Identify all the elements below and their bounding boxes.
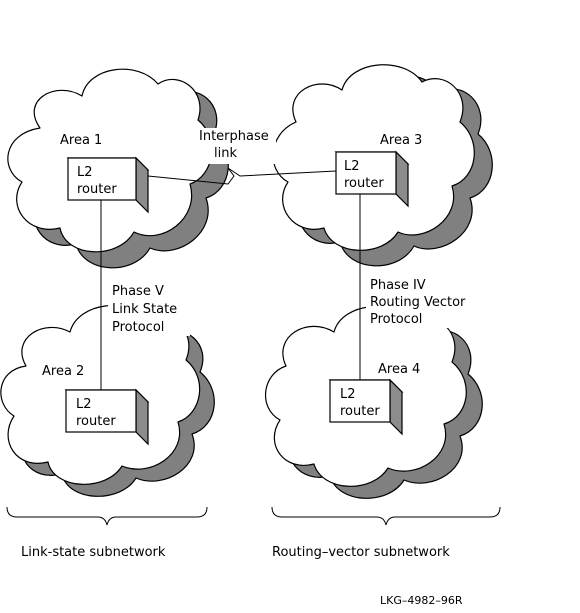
area-1-router-front bbox=[67, 157, 137, 201]
interphase-link-line bbox=[147, 167, 337, 185]
area-2-router-label-line2: router bbox=[76, 414, 116, 429]
interphase-link-label-line2: link bbox=[214, 146, 237, 161]
area-4-router: L2 router bbox=[328, 378, 404, 436]
figure-id: LKG–4982–96R bbox=[380, 594, 463, 607]
area-2-router-label-line1: L2 bbox=[76, 397, 92, 412]
link-state-protocol-label: Phase V Link State Protocol bbox=[108, 282, 190, 336]
area-3-router: L2 router bbox=[334, 150, 410, 208]
area-2-label: Area 2 bbox=[42, 364, 84, 379]
interphase-link-label-line1: Interphase bbox=[199, 129, 269, 144]
area-3-router-label-line2: router bbox=[344, 176, 384, 191]
area-1-router-label-line2: router bbox=[77, 182, 117, 197]
area-4-router-front bbox=[329, 379, 391, 423]
area-3-label: Area 3 bbox=[380, 133, 422, 148]
link-state-protocol-label-line2: Link State bbox=[112, 302, 177, 317]
routing-vector-protocol-label: Phase IV Routing Vector Protocol bbox=[366, 276, 470, 328]
link-state-subnetwork-brace bbox=[6, 506, 208, 526]
area-1-router-label-line1: L2 bbox=[77, 165, 93, 180]
area-4-router-label-line2: router bbox=[340, 404, 380, 419]
link-state-protocol-label-line3: Protocol bbox=[112, 320, 164, 335]
routing-vector-protocol-label-bg bbox=[366, 276, 470, 328]
routing-vector-protocol-label-line1: Phase IV bbox=[370, 278, 426, 293]
area-4-router-label-line1: L2 bbox=[340, 387, 356, 402]
link-state-subnetwork-label: Link-state subnetwork bbox=[21, 545, 166, 560]
interphase-link-label-bg bbox=[196, 128, 276, 164]
area-1-router: L2 router bbox=[66, 156, 150, 214]
routing-vector-protocol-label-line2: Routing Vector bbox=[370, 295, 466, 310]
link-state-protocol-label-line1: Phase V bbox=[112, 284, 164, 299]
area-1-label: Area 1 bbox=[60, 133, 102, 148]
routing-vector-subnetwork-brace bbox=[271, 506, 501, 526]
area-2-router-front bbox=[65, 389, 137, 433]
area-2-router: L2 router bbox=[64, 388, 150, 446]
area-3-router-label-line1: L2 bbox=[344, 159, 360, 174]
link-state-protocol-label-bg bbox=[108, 282, 190, 336]
routing-vector-protocol-label-line3: Protocol bbox=[370, 312, 422, 327]
area-4-label: Area 4 bbox=[378, 362, 420, 377]
routing-vector-subnetwork-label: Routing–vector subnetwork bbox=[272, 545, 450, 560]
interphase-link-label: Interphase link bbox=[196, 128, 276, 164]
area-3-router-front bbox=[335, 151, 397, 195]
